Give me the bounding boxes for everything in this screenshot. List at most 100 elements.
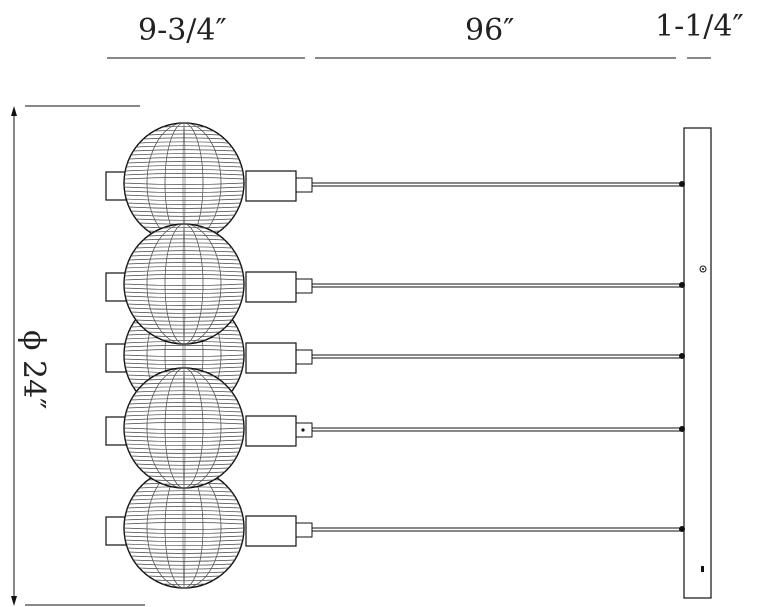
globe-rib	[130, 311, 238, 314]
globe-rib	[139, 467, 229, 470]
globe-rib	[154, 374, 214, 377]
globe-rib	[124, 186, 244, 189]
globe-rib	[133, 494, 235, 497]
dim-overall-drop: 96″	[465, 13, 514, 48]
globe-rib	[124, 287, 244, 290]
globe-rib	[124, 362, 244, 365]
globe-rib	[126, 443, 242, 446]
globe-rib	[125, 295, 243, 298]
cord-anchor-3	[679, 353, 685, 359]
globe-rib	[143, 471, 225, 474]
globe-rib	[162, 371, 206, 373]
globe-rib	[124, 418, 244, 421]
globe-rib	[128, 551, 240, 554]
globe-rib	[124, 173, 244, 176]
globe-rib	[147, 133, 221, 136]
cord-anchor-2	[679, 282, 685, 288]
globe-rib	[127, 506, 241, 509]
globe-rib	[139, 323, 229, 326]
globe-rib	[124, 278, 244, 281]
globe-rib	[130, 498, 238, 501]
globe-rib	[139, 242, 229, 245]
socket-4	[245, 415, 297, 447]
globe-rib	[143, 137, 225, 140]
globe-rib	[127, 202, 241, 205]
globe-rib	[133, 394, 235, 397]
globe-rib	[162, 583, 206, 585]
globe-rib	[143, 238, 225, 241]
canopy-screw-bottom	[701, 566, 704, 572]
globe-rib	[135, 246, 233, 249]
cord-grip-3	[293, 349, 313, 365]
globe-rib	[124, 291, 244, 294]
globe-rib	[124, 345, 244, 348]
globe-rib	[135, 563, 233, 566]
globe-rib	[143, 327, 225, 330]
globe-rib	[124, 177, 244, 180]
globe-rib	[130, 254, 238, 257]
globe-rib	[139, 141, 229, 144]
globe-rib	[133, 315, 235, 318]
canopy-screw-top-center	[702, 268, 704, 270]
globe-rib	[128, 258, 240, 261]
globe-rib	[124, 535, 244, 538]
globe-1	[123, 122, 245, 244]
globe-rib	[127, 447, 241, 450]
cord-anchor-1	[679, 181, 685, 187]
globe-rib	[128, 307, 240, 310]
globe-rib	[135, 218, 233, 221]
dim-globe-depth: 9-3/4″	[138, 13, 227, 48]
canopy-plate	[683, 127, 712, 599]
globe-rib	[127, 161, 241, 164]
cord-grip-5	[293, 522, 313, 538]
socket-5	[245, 515, 297, 547]
globe-rib	[128, 451, 240, 454]
canopy-screw-top	[699, 265, 707, 273]
globe-rib	[124, 435, 244, 438]
globe-rib	[125, 439, 243, 442]
cord-grip-1	[293, 177, 313, 193]
globe-rib	[147, 331, 221, 334]
globe-rib	[126, 266, 242, 269]
globe-rib	[128, 402, 240, 405]
globe-meridian	[146, 223, 222, 345]
globe-rib	[135, 490, 233, 493]
globe-rib	[126, 198, 242, 201]
globe-rib	[127, 303, 241, 306]
globe-rib	[127, 262, 241, 265]
globe-rib	[135, 390, 233, 393]
globe-rib	[130, 153, 238, 156]
globe-rib	[127, 547, 241, 550]
globe-rib	[154, 335, 214, 338]
globe-outline-4	[123, 367, 245, 489]
globe-rib	[128, 502, 240, 505]
globe-rib	[139, 386, 229, 389]
globe-rib	[147, 378, 221, 381]
socket-dot	[301, 428, 305, 432]
globe-rib	[125, 414, 243, 417]
globe-rib	[133, 149, 235, 152]
globe-rib	[124, 274, 244, 277]
globe-rib	[124, 349, 244, 352]
globe-rib	[135, 319, 233, 322]
globe-rib	[162, 227, 206, 229]
globe-rib	[133, 214, 235, 217]
dim-arrow-bottom	[11, 596, 17, 606]
globe-rib	[125, 514, 243, 517]
globe-rib	[123, 354, 245, 357]
globe-rib	[162, 126, 206, 128]
socket-3	[245, 342, 297, 374]
globe-rib	[124, 422, 244, 425]
globe-rib	[147, 575, 221, 578]
dim-canopy-depth: 1-1/4″	[655, 9, 744, 44]
globe-cap-2	[105, 272, 127, 302]
globe-rib	[124, 518, 244, 521]
globe-rib	[133, 559, 235, 562]
globe-rib	[154, 579, 214, 582]
globe-rib	[126, 165, 242, 168]
globe-rib	[139, 567, 229, 570]
cord-anchor-5	[679, 526, 685, 532]
globe-rib	[162, 339, 206, 341]
globe-rib	[135, 463, 233, 466]
